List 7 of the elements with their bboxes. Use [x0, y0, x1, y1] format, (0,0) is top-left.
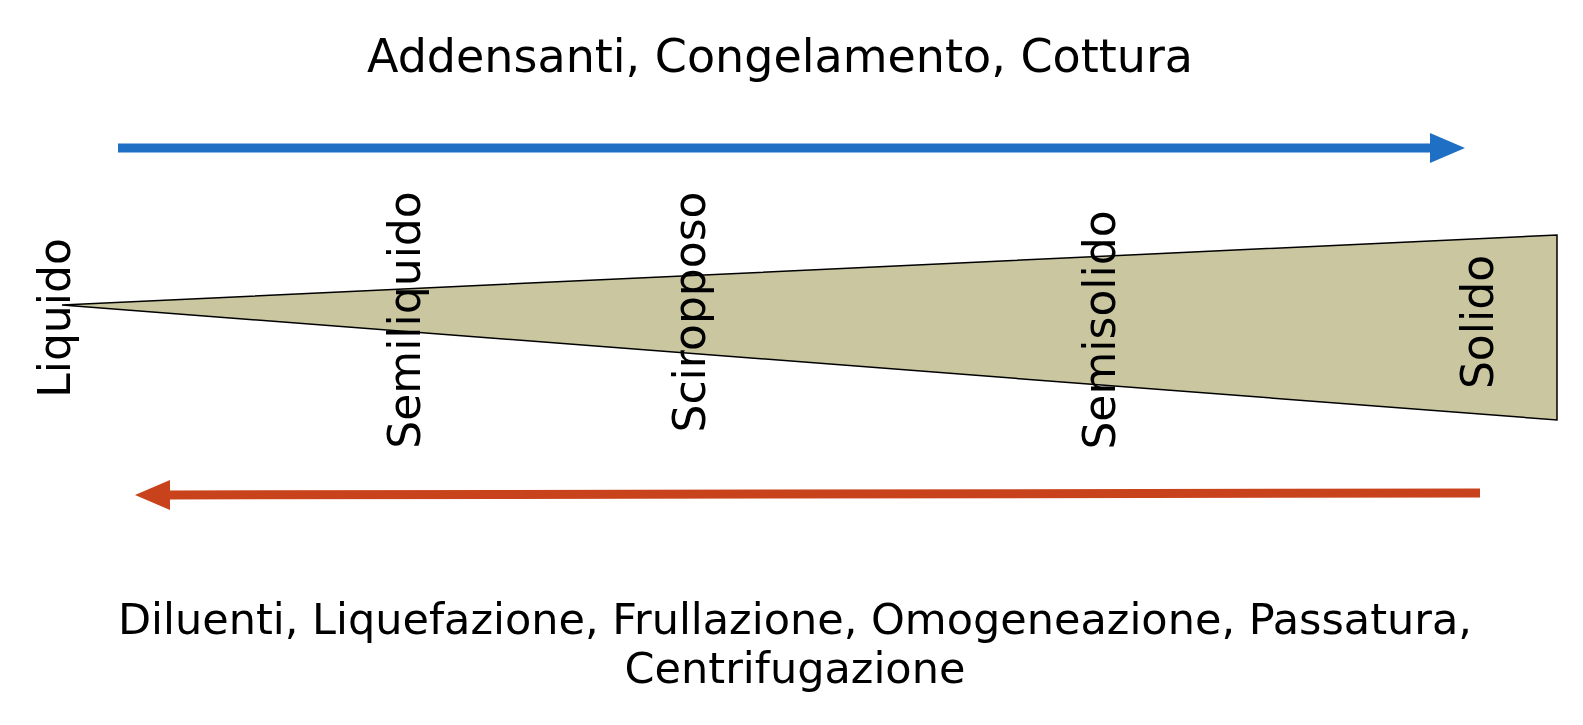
- state-label: Solido: [1456, 254, 1500, 390]
- state-label: Sciropposo: [668, 191, 712, 433]
- state-label: Semisolido: [1078, 210, 1122, 450]
- state-label: Liquido: [33, 238, 77, 398]
- state-label: Semiliquido: [383, 191, 427, 449]
- process-list: Diluenti, Liquefazione, Frullazione, Omogeneazione, Passatura, Centrifugazione: [95, 595, 1495, 694]
- process-list: Addensanti, Congelamento, Cottura: [150, 30, 1410, 83]
